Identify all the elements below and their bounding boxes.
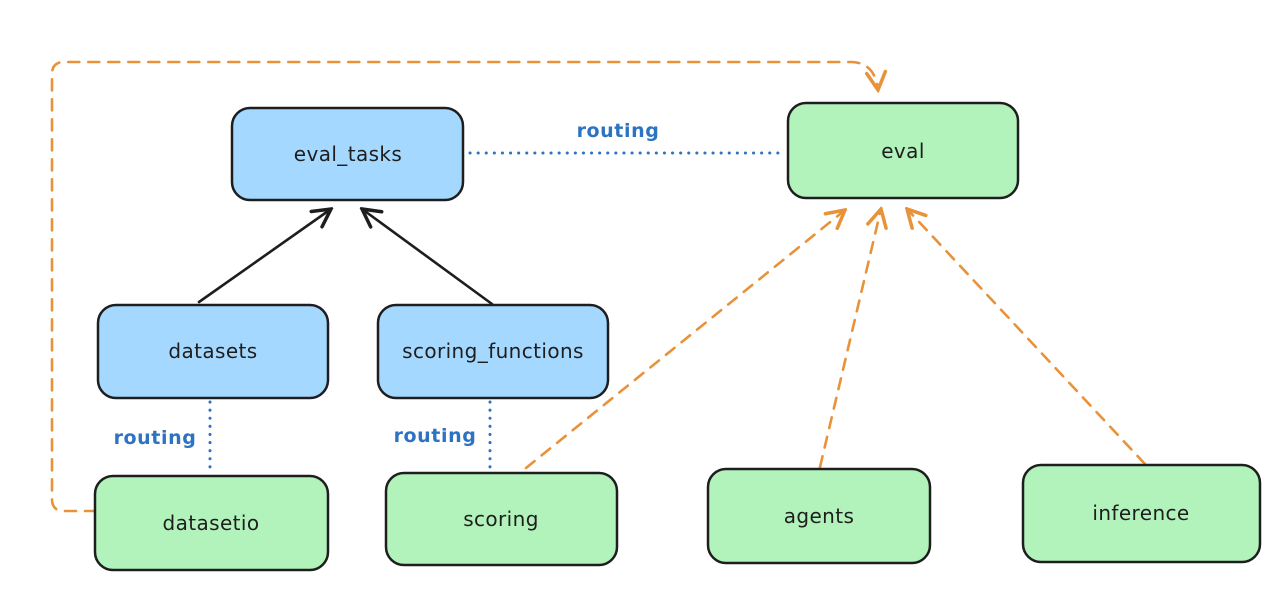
routing-label-eval-tasks-eval: routing bbox=[577, 120, 660, 142]
edge-inference-to-eval bbox=[907, 209, 1147, 466]
edge-datasetio-to-eval bbox=[50, 60, 878, 513]
routing-label-datasets-datasetio: routing bbox=[114, 427, 197, 449]
node-datasets-label: datasets bbox=[168, 339, 257, 363]
node-scoring-box bbox=[384, 471, 619, 567]
routing-label-scoring-functions-scoring: routing bbox=[394, 425, 477, 447]
node-agents: agents bbox=[706, 467, 932, 565]
node-eval-box bbox=[786, 101, 1020, 200]
node-inference-label: inference bbox=[1092, 501, 1189, 525]
node-datasets: datasets bbox=[96, 303, 330, 400]
node-datasetio-box bbox=[93, 474, 330, 572]
edge-scoring-to-eval bbox=[524, 210, 845, 470]
node-scoring-functions-label: scoring_functions bbox=[402, 339, 584, 363]
node-agents-box bbox=[706, 467, 932, 565]
edge-agents-to-eval bbox=[818, 209, 881, 469]
node-eval: eval bbox=[786, 101, 1020, 200]
node-datasetio: datasetio bbox=[93, 474, 330, 572]
node-scoring: scoring bbox=[384, 471, 619, 567]
node-agents-label: agents bbox=[784, 504, 855, 528]
node-scoring-functions: scoring_functions bbox=[376, 303, 610, 400]
node-datasets-box bbox=[96, 303, 330, 400]
node-eval-tasks-label: eval_tasks bbox=[294, 142, 402, 166]
node-inference: inference bbox=[1021, 463, 1262, 564]
node-eval-tasks: eval_tasks bbox=[230, 106, 465, 202]
node-datasetio-label: datasetio bbox=[162, 511, 259, 535]
node-scoring-label: scoring bbox=[463, 507, 539, 531]
node-inference-box bbox=[1021, 463, 1262, 564]
node-eval-label: eval bbox=[881, 139, 925, 163]
edge-datasets-to-eval-tasks bbox=[197, 209, 331, 304]
edge-scoring-functions-to-eval-tasks bbox=[362, 209, 494, 306]
node-eval-tasks-box bbox=[230, 106, 465, 202]
node-scoring-functions-box bbox=[376, 303, 610, 400]
